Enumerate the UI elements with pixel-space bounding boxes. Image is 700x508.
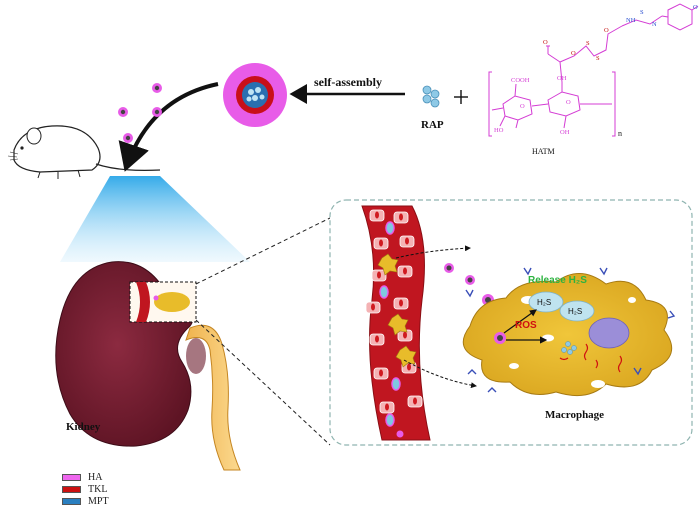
vessel-cell-nuclei (371, 211, 417, 411)
svg-text:S: S (586, 40, 590, 47)
h2s-cloud-a (528, 291, 564, 313)
legend-item-ha: HA (62, 472, 109, 483)
kidney-zoom-box (129, 281, 197, 323)
rap-molecule-icon (422, 85, 440, 108)
nanoparticle-large (223, 63, 287, 127)
h2s-label-a: H₂S (537, 298, 551, 307)
release-h2s-label: Release H₂S (528, 275, 587, 286)
svg-text:O: O (566, 99, 571, 106)
vessel-nanoparticles (379, 221, 404, 438)
rap-label: RAP (421, 119, 444, 131)
hatm-structure (488, 3, 699, 137)
svg-text:O: O (604, 27, 609, 34)
hatm-labels: COOH HO OH OH O O O O S S O NH S N O (494, 4, 698, 136)
plus-icon (454, 90, 468, 104)
svg-text:O: O (520, 103, 525, 110)
svg-text:N: N (652, 21, 657, 28)
legend-swatch-ha (62, 474, 81, 481)
legend: HA TKL MPT (62, 472, 109, 508)
blood-vessel (361, 205, 431, 441)
zoom-line-top (195, 217, 331, 285)
injected-nanoparticles (118, 83, 162, 143)
h2s-cloud-b (559, 300, 595, 322)
kidney-label: Kidney (66, 421, 101, 433)
legend-swatch-tkl (62, 486, 81, 493)
svg-text:O: O (693, 4, 698, 11)
svg-text:OH: OH (557, 75, 567, 82)
svg-text:COOH: COOH (511, 77, 530, 84)
legend-swatch-mpt (62, 498, 81, 505)
macrophage-label: Macrophage (545, 409, 604, 421)
macrophage-cell (462, 273, 673, 397)
extravasation-arrow-top (395, 245, 471, 259)
legend-label-mpt: MPT (88, 496, 109, 507)
svg-text:OH: OH (560, 129, 570, 136)
legend-label-tkl: TKL (88, 484, 108, 495)
svg-text:S: S (596, 55, 600, 62)
zoom-line-bottom (195, 319, 331, 446)
hatm-label: HATM (532, 147, 555, 156)
legend-item-tkl: TKL (62, 484, 109, 495)
legend-item-mpt: MPT (62, 496, 109, 507)
svg-text:HO: HO (494, 127, 504, 134)
polymer-subscript-n: n (618, 129, 622, 138)
svg-text:O: O (571, 50, 576, 57)
immune-cells-yellow (377, 253, 417, 368)
ros-label: ROS (515, 320, 537, 331)
svg-text:S: S (640, 9, 644, 16)
self-assembly-label: self-assembly (314, 75, 382, 89)
h2s-label-b: H₂S (568, 307, 582, 316)
legend-label-ha: HA (88, 472, 103, 483)
mouse-illustration (7, 125, 161, 179)
imaging-beam (60, 176, 250, 262)
svg-text:O: O (543, 39, 548, 46)
receptor-marks (465, 267, 676, 393)
svg-text:NH: NH (626, 17, 636, 24)
injection-arrow (118, 82, 219, 172)
extravasation-arrow-bottom (403, 359, 477, 389)
